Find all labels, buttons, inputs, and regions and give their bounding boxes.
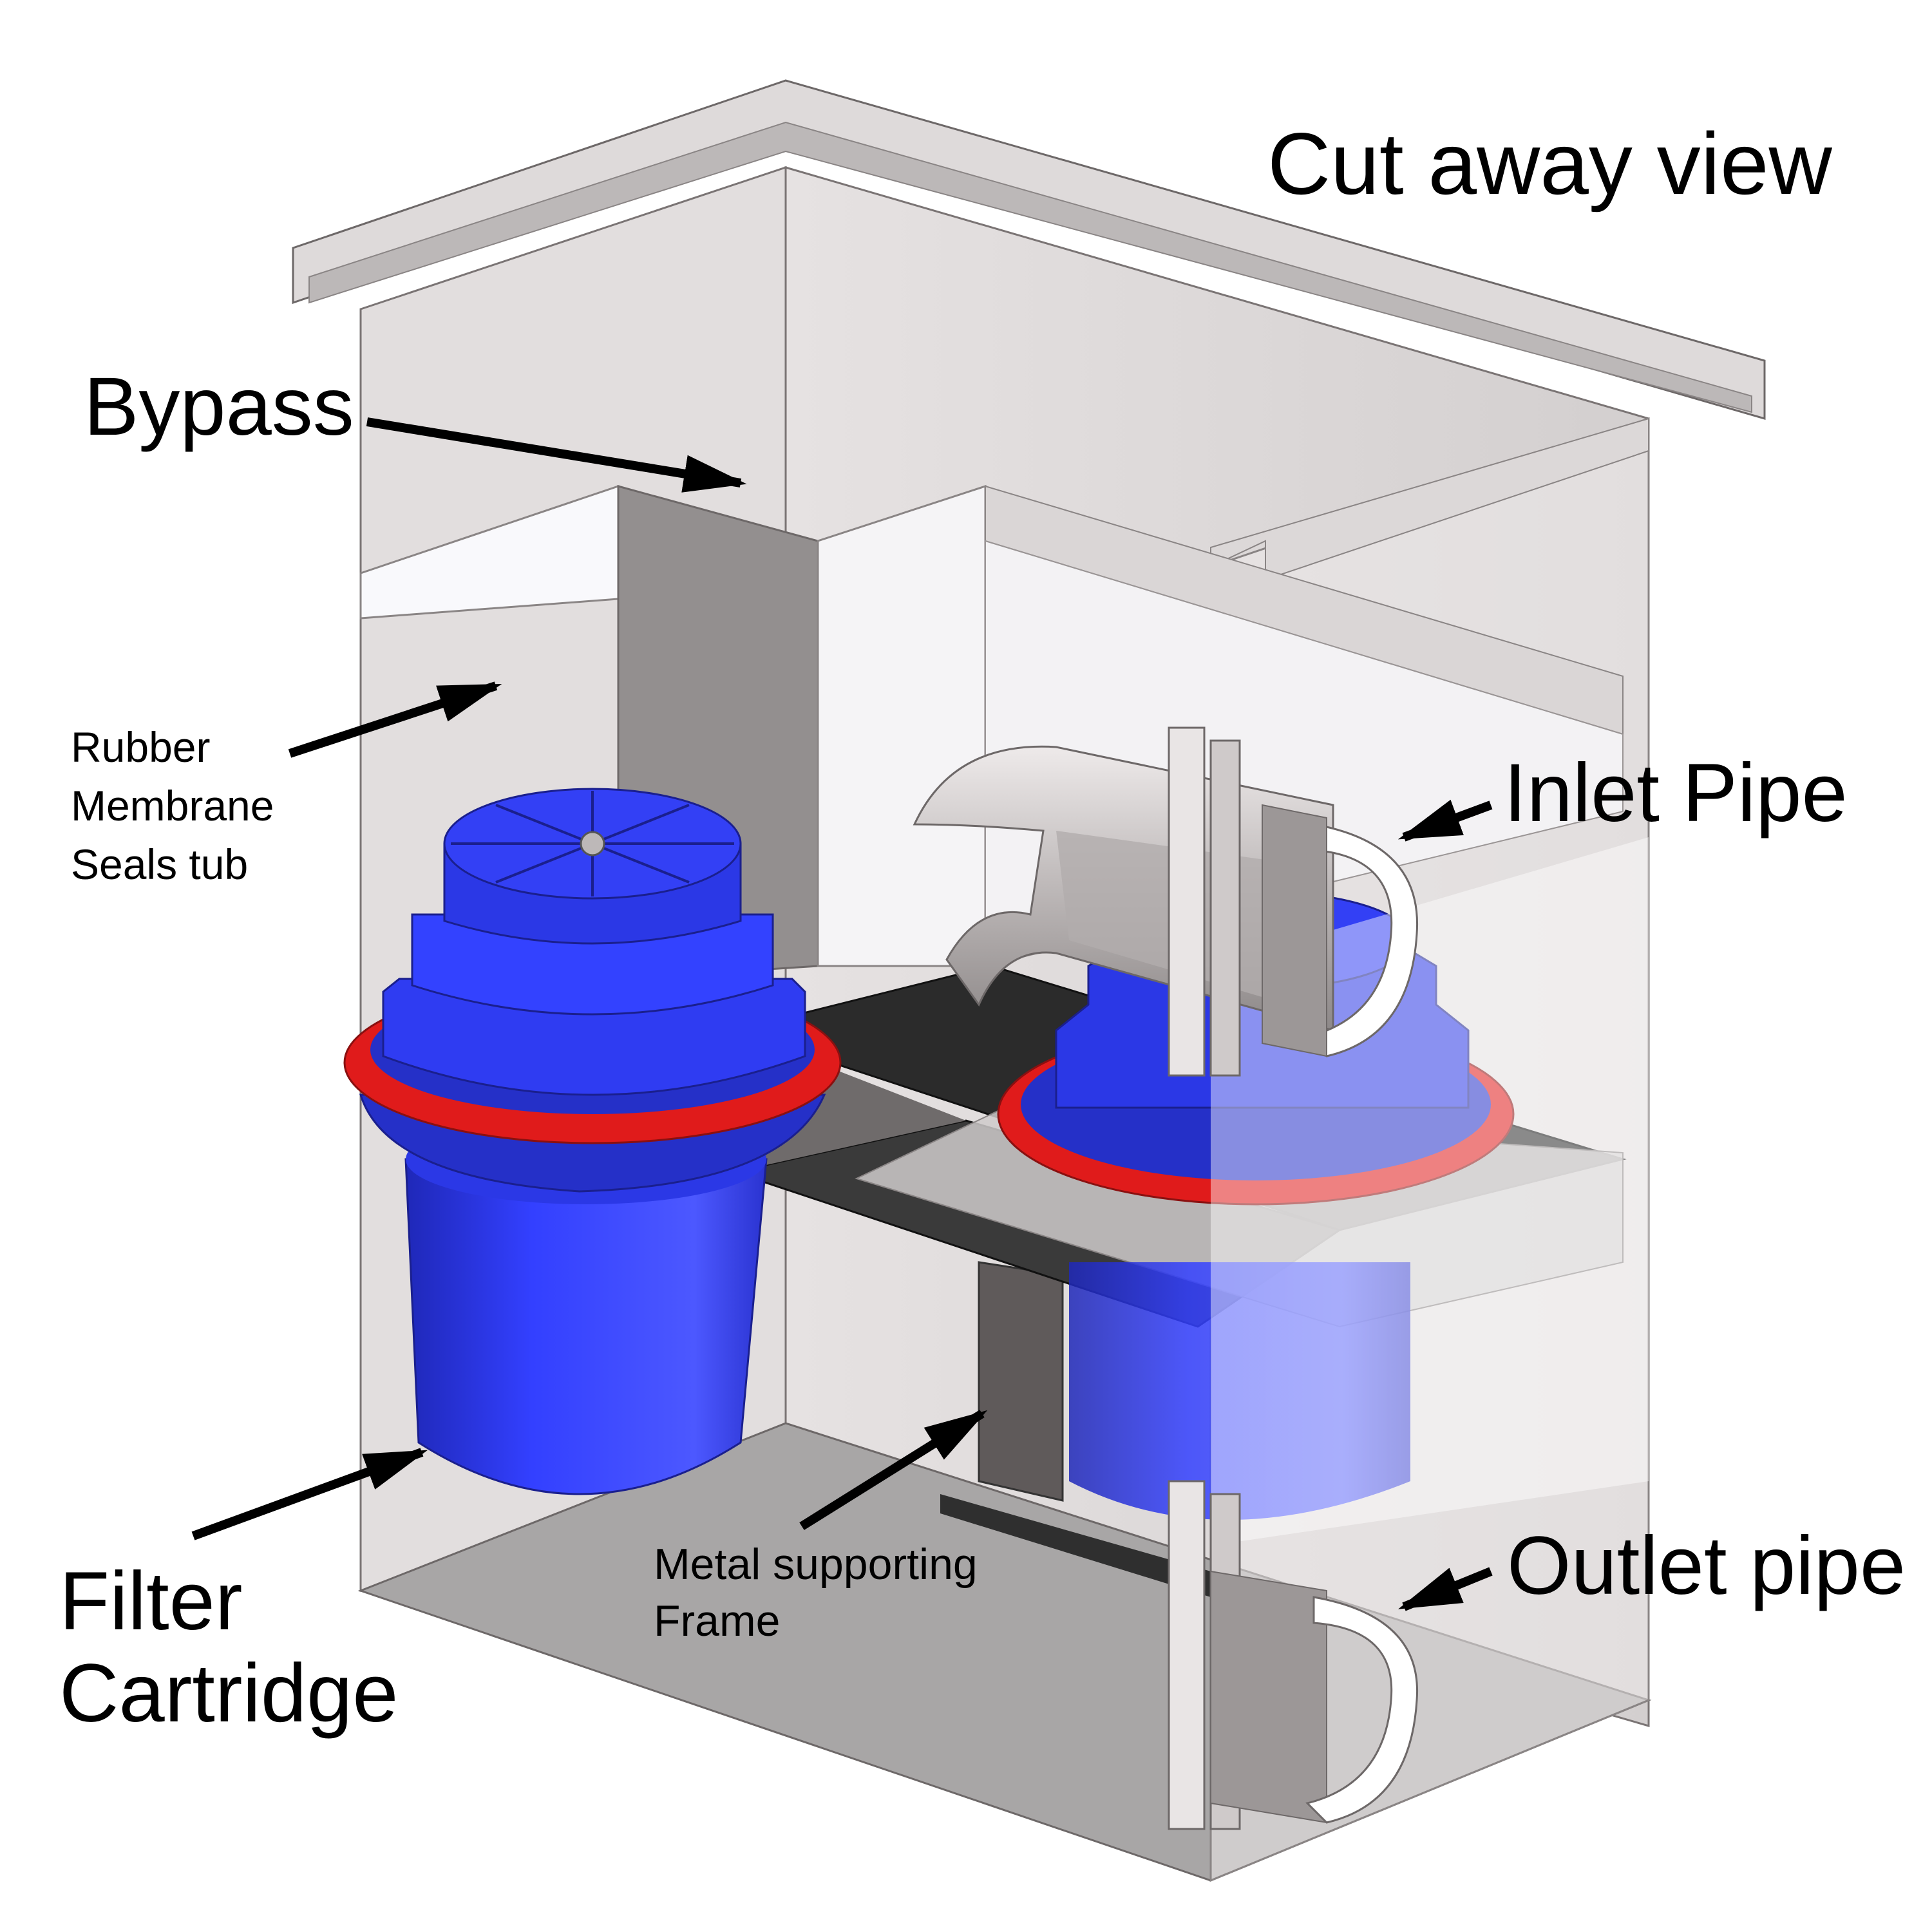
filter-cartridge-label: Filter Cartridge [59, 1555, 398, 1740]
filter-cartridge-front [343, 788, 842, 1495]
inlet-pipe-arrow [1397, 799, 1493, 842]
inlet-pipe [913, 726, 1419, 1077]
rubber-membrane-arrow [288, 681, 502, 758]
rubber-membrane-line-2: Membrane [71, 782, 274, 830]
metal-frame-line-2: Frame [654, 1596, 781, 1646]
filter-cartridge-line-2: Cartridge [59, 1647, 399, 1740]
inlet-flange-left [1168, 726, 1206, 1077]
bypass-label: Bypass [84, 361, 354, 453]
outlet-pipe-label: Outlet pipe [1507, 1520, 1906, 1612]
rubber-membrane-line-3: Seals tub [71, 840, 249, 889]
tank-rim-inner [308, 121, 1752, 413]
metal-frame-label: Metal supporting Frame [654, 1536, 978, 1650]
rubber-membrane-line-1: Rubber [71, 723, 211, 771]
cartridge-rear-body [1069, 1262, 1410, 1520]
bypass-grey-wall-right [817, 484, 987, 967]
frame-foot [940, 1494, 1211, 1597]
filter-cartridge-line-1: Filter [59, 1555, 243, 1647]
outlet-mouth [1305, 1596, 1419, 1824]
inlet-thread [1262, 804, 1327, 1057]
inlet-pipe-label: Inlet Pipe [1504, 747, 1848, 839]
grate-center-bolt [580, 831, 605, 857]
metal-frame-line-1: Metal supporting [654, 1540, 978, 1589]
inlet-flange-right [1209, 739, 1241, 1077]
cartridge-front-body [404, 1158, 768, 1495]
outlet-flange-left [1168, 1480, 1206, 1830]
rubber-membrane-label: Rubber Membrane Seals tub [71, 718, 274, 894]
callout-arrows [191, 417, 1493, 1611]
outlet-pipe [1168, 1480, 1419, 1830]
outlet-pipe-arrow [1397, 1567, 1493, 1611]
metal-frame-arrow [799, 1410, 988, 1530]
cartridge-front-tier-low [382, 978, 806, 1096]
filter-cartridge-arrow [191, 1448, 428, 1540]
tank-front-lip [1210, 417, 1649, 581]
frame-post [978, 1261, 1064, 1502]
cartridge-front-tier-mid [411, 913, 774, 1016]
diagram-title: Cut away view [1267, 115, 1832, 213]
bypass-arrow [366, 417, 747, 493]
outlet-bore [1210, 1570, 1327, 1824]
